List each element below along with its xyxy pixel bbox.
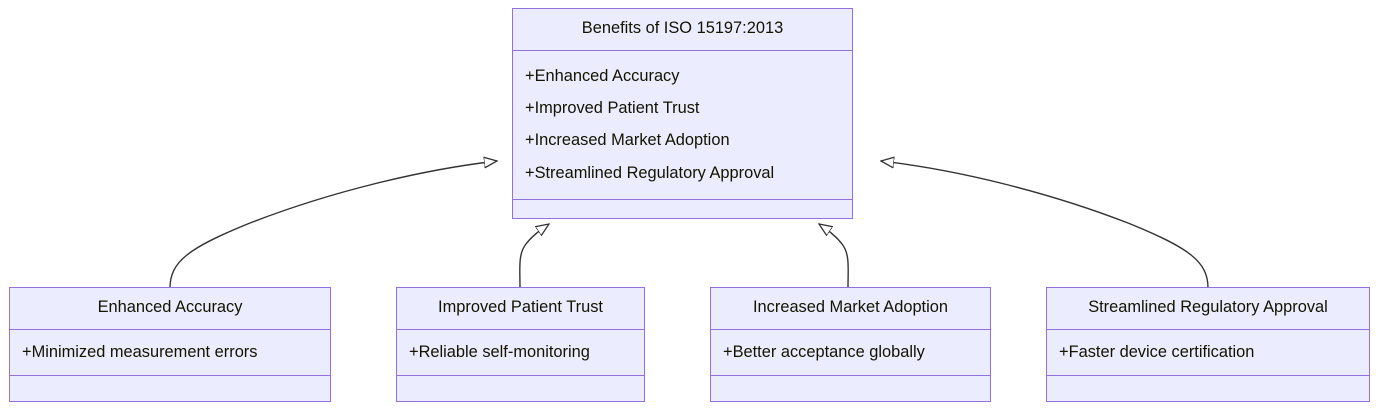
class-attributes: +Reliable self-monitoring: [397, 330, 644, 377]
generalization-edge-improved-patient-trust: [519, 224, 549, 289]
class-attributes: +Enhanced Accuracy +Improved Patient Tru…: [513, 51, 852, 200]
class-attribute: +Reliable self-monitoring: [409, 342, 590, 361]
class-attribute: +Faster device certification: [1059, 342, 1255, 361]
class-title: Increased Market Adoption: [711, 288, 990, 330]
class-node-enhanced-accuracy[interactable]: Enhanced Accuracy +Minimized measurement…: [9, 287, 331, 402]
class-methods: [10, 376, 330, 401]
class-methods: [513, 200, 852, 218]
class-title: Benefits of ISO 15197:2013: [513, 9, 852, 51]
class-node-streamlined-regulatory-approval[interactable]: Streamlined Regulatory Approval +Faster …: [1046, 287, 1370, 402]
generalization-edge-streamlined-regulatory-approval: [881, 161, 1209, 289]
class-attributes: +Minimized measurement errors: [10, 330, 330, 377]
class-node-increased-market-adoption[interactable]: Increased Market Adoption +Better accept…: [710, 287, 991, 402]
class-attribute: +Minimized measurement errors: [22, 342, 258, 361]
class-node-parent[interactable]: Benefits of ISO 15197:2013 +Enhanced Acc…: [512, 8, 853, 219]
class-attribute: +Streamlined Regulatory Approval: [525, 163, 775, 182]
class-methods: [711, 376, 990, 401]
class-title: Improved Patient Trust: [397, 288, 644, 330]
class-attribute: +Increased Market Adoption: [525, 131, 730, 150]
class-attribute: +Enhanced Accuracy: [525, 66, 680, 85]
class-attributes: +Faster device certification: [1047, 330, 1369, 377]
class-title: Streamlined Regulatory Approval: [1047, 288, 1369, 330]
class-node-improved-patient-trust[interactable]: Improved Patient Trust +Reliable self-mo…: [396, 287, 645, 402]
class-attribute: +Improved Patient Trust: [525, 99, 700, 117]
class-title: Enhanced Accuracy: [10, 288, 330, 330]
class-methods: [1047, 376, 1369, 401]
class-attributes: +Better acceptance globally: [711, 330, 990, 377]
class-methods: [397, 376, 644, 401]
generalization-edge-enhanced-accuracy: [169, 161, 497, 289]
generalization-edge-increased-market-adoption: [819, 224, 849, 289]
class-attribute: +Better acceptance globally: [723, 342, 925, 361]
